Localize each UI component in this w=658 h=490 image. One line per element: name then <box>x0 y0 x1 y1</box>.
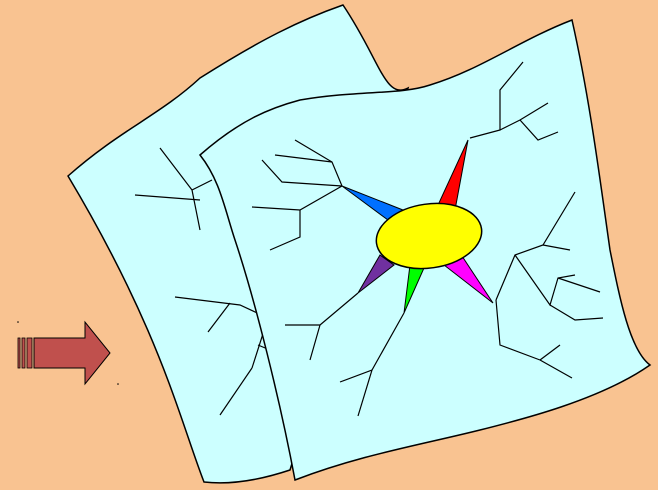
stray-dot <box>117 383 119 385</box>
stray-dot <box>17 321 19 323</box>
striped-right-arrow-icon <box>18 322 110 384</box>
